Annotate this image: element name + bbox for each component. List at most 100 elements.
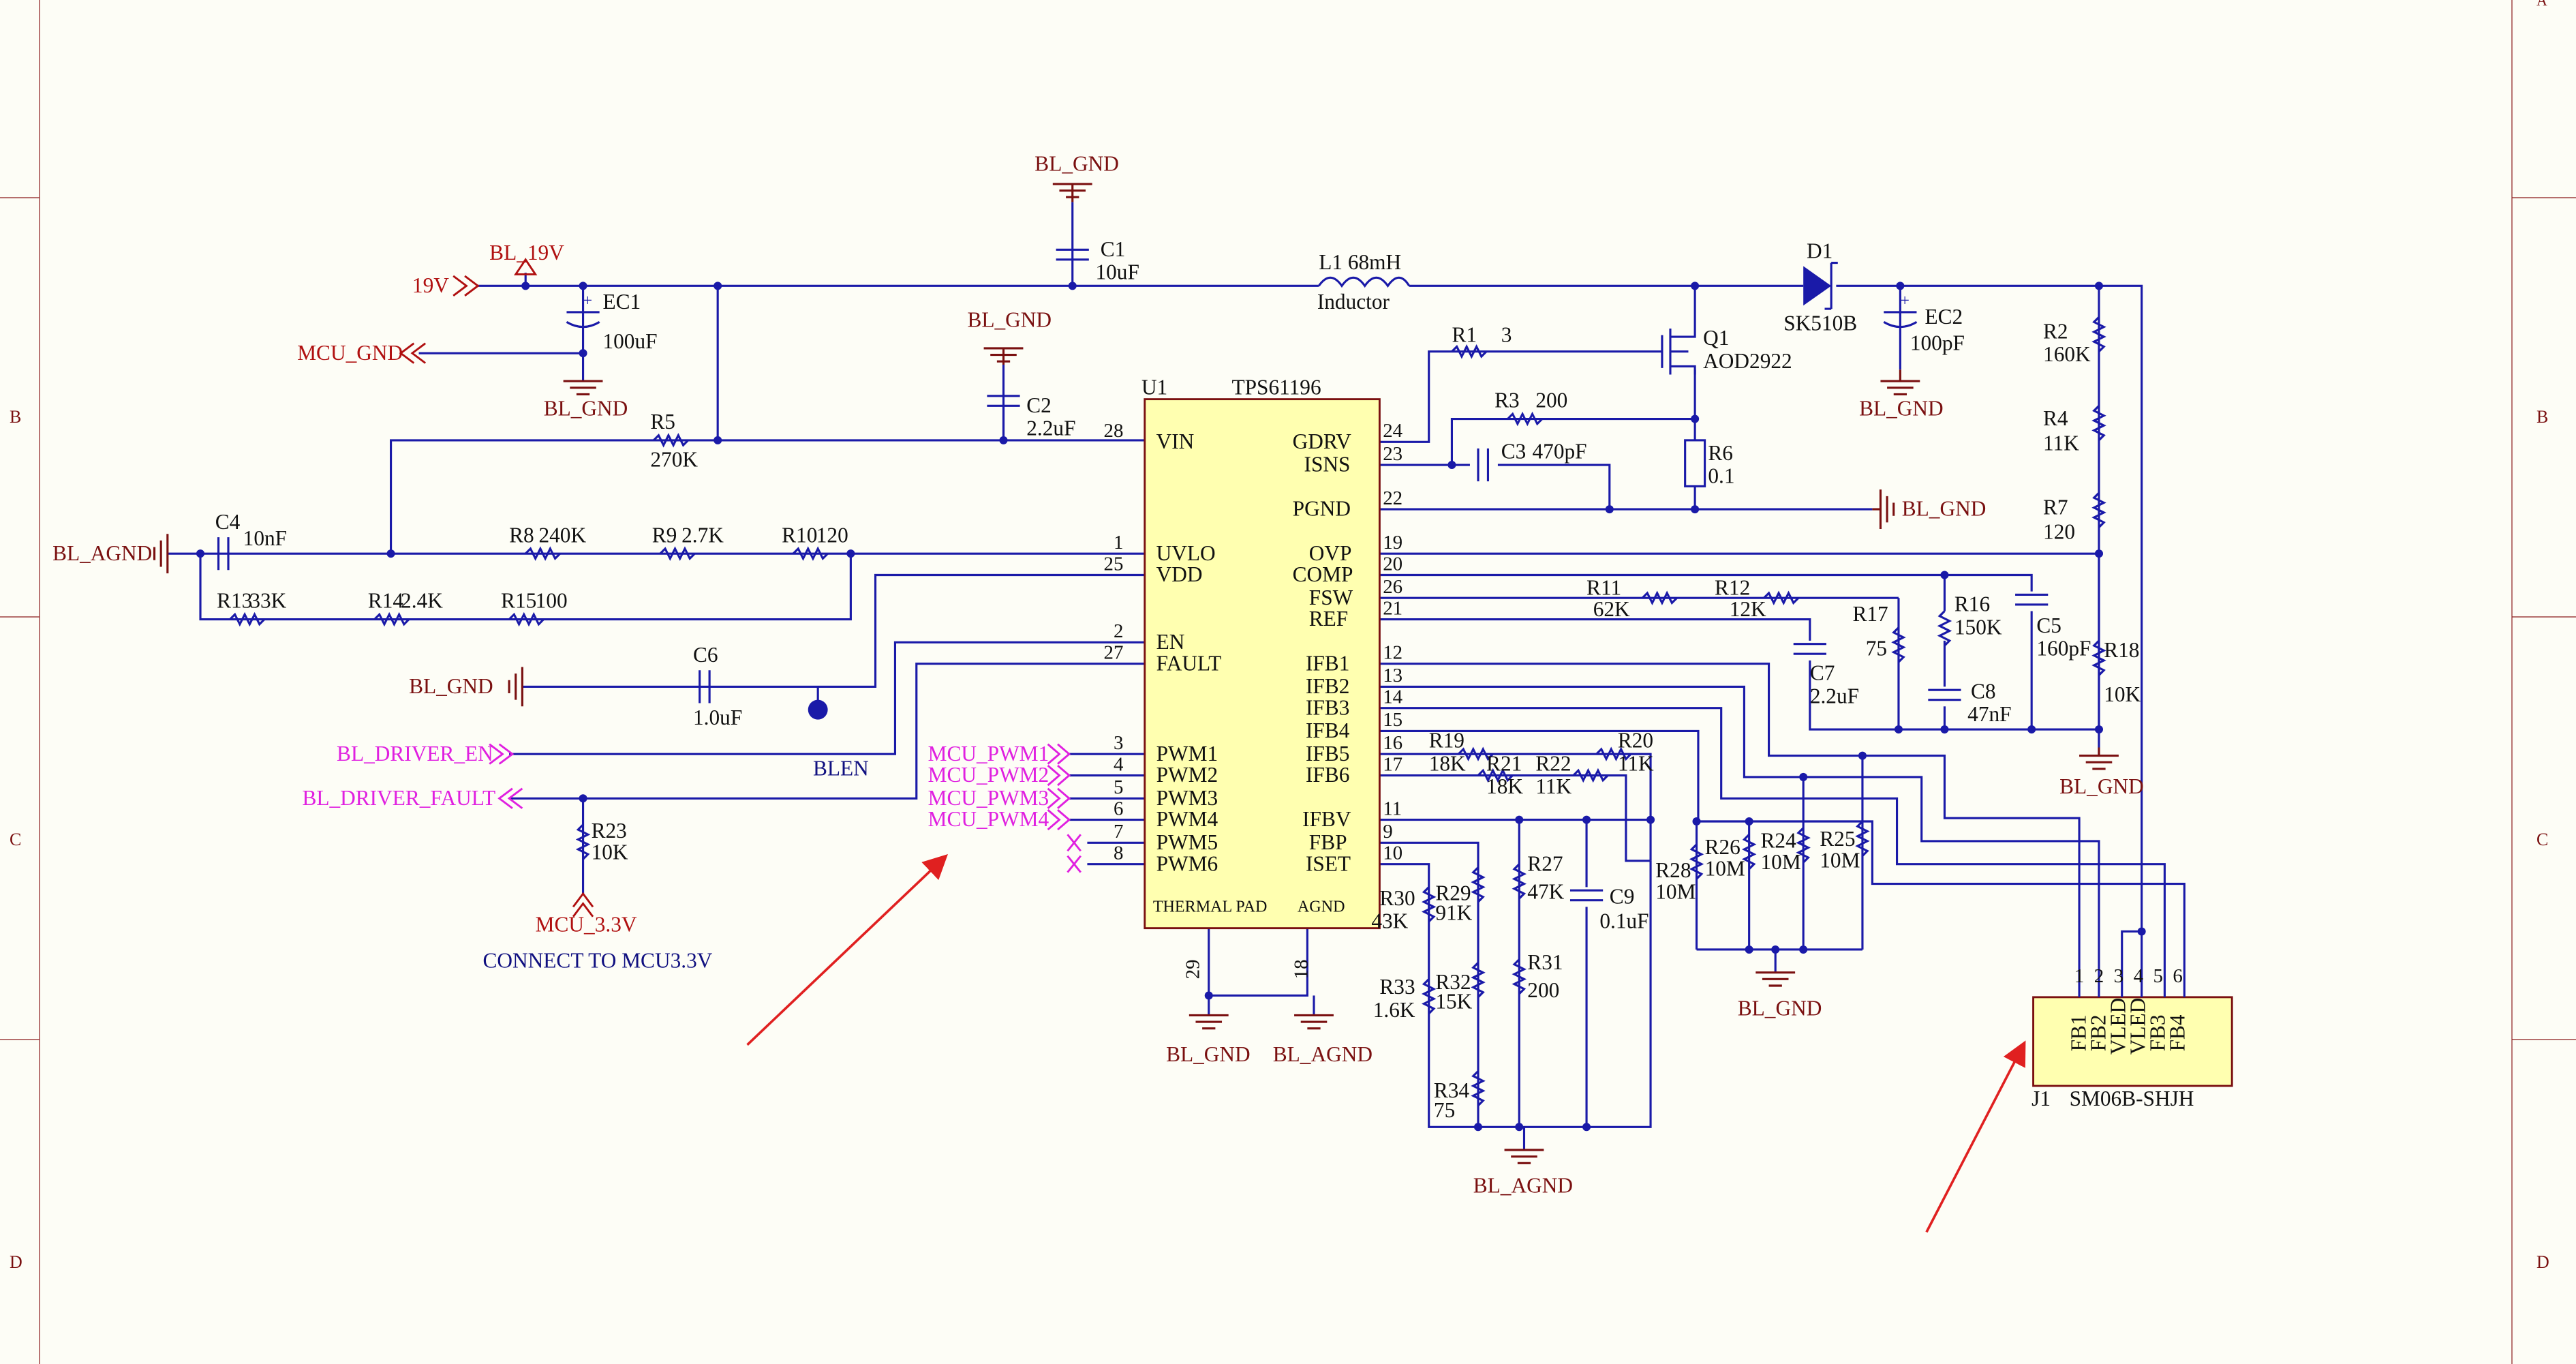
svg-text:C1: C1 xyxy=(1101,237,1126,261)
capacitor-c4: C4 10nF xyxy=(215,510,287,571)
net-bl-gnd-ec2: BL_GND xyxy=(1859,397,1944,421)
mosfet-q1: Q1 AOD2922 xyxy=(1661,326,1792,375)
svg-text:120: 120 xyxy=(816,523,848,547)
annotation-arrows xyxy=(746,854,2026,1233)
svg-text:75: 75 xyxy=(1866,637,1887,661)
pin-ifb6-num: 17 xyxy=(1383,753,1402,775)
svg-text:R9: R9 xyxy=(652,523,677,547)
svg-text:R11: R11 xyxy=(1586,575,1621,599)
pin-comp-name: COMP xyxy=(1293,562,1353,586)
resistor-r29: R29 91K xyxy=(1435,866,1486,925)
svg-text:10M: 10M xyxy=(1761,850,1801,874)
svg-text:10M: 10M xyxy=(1705,857,1745,881)
resistor-r15: R15 100 xyxy=(501,589,568,627)
pin-pwm6-num: 8 xyxy=(1114,842,1123,864)
svg-text:R32: R32 xyxy=(1435,970,1471,994)
svg-text:R21: R21 xyxy=(1486,751,1522,775)
svg-text:R1: R1 xyxy=(1452,322,1477,346)
capacitors: C1 10uF C2 2.2uF C3 470pF C4 10nF C5 160… xyxy=(215,237,2091,933)
resistor-r24: R24 10M xyxy=(1761,827,1811,874)
pin-ifb3-num: 14 xyxy=(1383,686,1402,708)
svg-text:C6: C6 xyxy=(693,643,718,667)
diode-d1: D1 SK510B xyxy=(1783,239,1857,335)
pin-ifb2-name: IFB2 xyxy=(1306,674,1349,698)
svg-text:0.1uF: 0.1uF xyxy=(1599,909,1649,933)
svg-text:200: 200 xyxy=(1527,978,1559,1002)
capacitor-c1: C1 10uF xyxy=(1056,237,1139,284)
pin-pwm4-num: 6 xyxy=(1114,798,1123,819)
zone-d-left: D xyxy=(10,1252,22,1272)
pin-pwm6-name: PWM6 xyxy=(1156,851,1218,875)
svg-text:33K: 33K xyxy=(249,589,286,613)
svg-text:C2: C2 xyxy=(1026,393,1052,417)
arrow-pwm xyxy=(746,854,948,1046)
svg-text:15K: 15K xyxy=(1435,990,1472,1014)
svg-text:R5: R5 xyxy=(650,410,675,434)
net-bl-gnd-pgnd: BL_GND xyxy=(1902,497,1987,521)
pin-fault-name: FAULT xyxy=(1156,651,1222,675)
net-bl-agnd-left: BL_AGND xyxy=(52,541,152,565)
net-bl-agnd-pin18: BL_AGND xyxy=(1273,1042,1373,1066)
svg-text:+: + xyxy=(1900,292,1910,309)
svg-text:100uF: 100uF xyxy=(602,329,657,353)
pin-comp-num: 20 xyxy=(1383,553,1402,575)
resistor-r28: R28 10M xyxy=(1655,843,1704,903)
svg-text:EC2: EC2 xyxy=(1925,305,1963,329)
svg-text:47K: 47K xyxy=(1527,879,1564,903)
svg-text:R7: R7 xyxy=(2043,495,2068,519)
resistor-r20: R20 11K xyxy=(1595,729,1654,775)
svg-text:150K: 150K xyxy=(1954,615,2002,639)
pin-ifbv-name: IFBV xyxy=(1302,807,1351,831)
net-mcu-pwm3: MCU_PWM3 xyxy=(928,786,1049,810)
pin-isns-name: ISNS xyxy=(1304,453,1351,476)
zone-b-left: B xyxy=(10,407,21,427)
svg-text:EC1: EC1 xyxy=(602,290,641,314)
resistor-r5: R5 270K xyxy=(650,410,698,471)
net-mcu-gnd: MCU_GND xyxy=(297,341,403,365)
capacitor-c6: C6 1.0uF xyxy=(693,643,742,729)
j1-pin5-name: FB3 xyxy=(2145,1014,2169,1051)
pin-fsw-name: FSW xyxy=(1309,586,1353,609)
arrow-connector xyxy=(1925,1040,2026,1233)
ground-symbols xyxy=(153,183,2119,1164)
pin-ifb5-name: IFB5 xyxy=(1306,742,1349,766)
pin-pwm5-name: PWM5 xyxy=(1156,830,1218,854)
resistor-r13: R13 33K xyxy=(217,589,287,627)
svg-text:R33: R33 xyxy=(1379,975,1415,999)
resistor-r3: R3 200 xyxy=(1494,389,1567,427)
svg-text:2.7K: 2.7K xyxy=(681,523,724,547)
net-mcu-pwm1: MCU_PWM1 xyxy=(928,742,1049,766)
svg-text:C4: C4 xyxy=(215,510,241,534)
j1-value: SM06B-SHJH xyxy=(2070,1087,2194,1110)
svg-text:R28: R28 xyxy=(1655,858,1691,882)
svg-text:160K: 160K xyxy=(2043,342,2091,366)
pin-gdrv-num: 24 xyxy=(1383,420,1402,442)
pin-vin-num: 28 xyxy=(1104,420,1124,442)
svg-text:11K: 11K xyxy=(1618,751,1654,775)
net-bl-driver-fault: BL_DRIVER_FAULT xyxy=(302,786,495,810)
resistor-r32: R32 15K xyxy=(1435,962,1486,1014)
svg-text:R25: R25 xyxy=(1820,827,1855,851)
svg-text:C7: C7 xyxy=(1810,661,1835,685)
pin-pwm2-name: PWM2 xyxy=(1156,763,1218,787)
pin-ref-name: REF xyxy=(1309,607,1348,631)
svg-text:47nF: 47nF xyxy=(1967,702,2011,726)
resistor-r34: R34 75 xyxy=(1434,1070,1486,1122)
svg-text:D1: D1 xyxy=(1807,239,1833,262)
pin-pwm1-num: 3 xyxy=(1114,732,1123,754)
svg-text:3: 3 xyxy=(1501,322,1512,346)
net-mcu-pwm2: MCU_PWM2 xyxy=(928,763,1049,787)
svg-text:270K: 270K xyxy=(650,447,698,471)
pin-pwm1-name: PWM1 xyxy=(1156,742,1218,766)
pin-vdd-name: VDD xyxy=(1156,562,1203,586)
svg-text:120: 120 xyxy=(2043,519,2075,543)
j1-pin5-num: 5 xyxy=(2153,965,2163,987)
pin-ovp-name: OVP xyxy=(1309,541,1352,565)
svg-text:R15: R15 xyxy=(501,589,536,613)
pin-fbp-num: 9 xyxy=(1383,821,1392,843)
resistor-r2: R2 160K xyxy=(2043,316,2106,366)
svg-text:43K: 43K xyxy=(1371,909,1408,933)
pin-pgnd-name: PGND xyxy=(1293,497,1351,521)
svg-text:0.1: 0.1 xyxy=(1708,464,1734,488)
svg-text:R27: R27 xyxy=(1527,851,1563,875)
